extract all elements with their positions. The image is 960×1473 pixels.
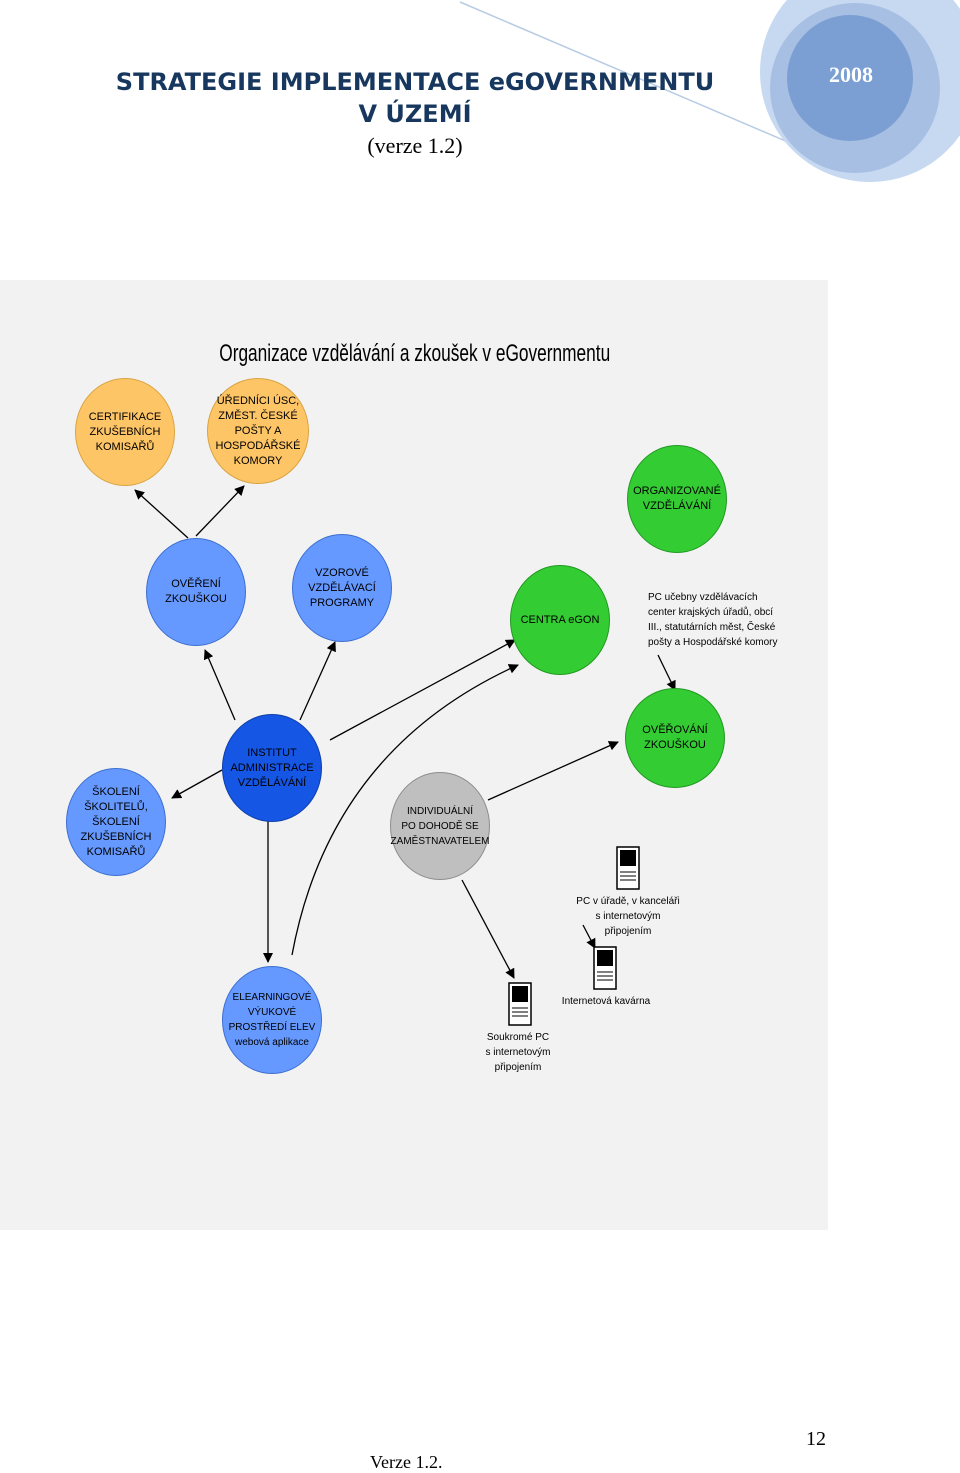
node-certifikace-label: CERTIFIKACE ZKUŠEBNÍCH KOMISAŘŮ xyxy=(88,410,162,453)
arrow-institut-overeni xyxy=(203,649,236,721)
node-individualni-label: INDIVIDUÁLNÍ PO DOHODĚ SE ZAMĚSTNAVATELE… xyxy=(390,805,490,847)
node-skoleni-label: ŠKOLENÍ ŠKOLITELŮ, ŠKOLENÍ ZKUŠEBNÍCH KO… xyxy=(80,785,152,858)
node-centra-label: CENTRA eGON xyxy=(520,613,600,626)
node-overovani: OVĚŘOVÁNÍ ZKOUŠKOU xyxy=(625,688,725,788)
footer-version: Verze 1.2. xyxy=(370,1452,443,1472)
arrow-individualni-overovani xyxy=(487,741,619,801)
arrow-institut-vzorove xyxy=(299,641,336,721)
node-urednici-label: ÚŘEDNÍCI ÚSC, ZMĚST. ČESKÉ POŠTY A HOSPO… xyxy=(215,394,301,467)
label-pc-urad: PC v úřadě, v kanceláři s internetovým p… xyxy=(576,896,680,937)
node-elearning-label: ELEARNINGOVÉ VÝUKOVÉ PROSTŘEDÍ ELEV webo… xyxy=(228,992,316,1048)
diagram: Organizace vzdělávání a zkoušek v eGover… xyxy=(0,280,828,1230)
node-overeni-label: OVĚŘENÍ ZKOUŠKOU xyxy=(165,578,227,605)
arrow-individualni-centra xyxy=(291,664,519,956)
diagram-connectors xyxy=(134,485,676,979)
title-line-1: STRATEGIE IMPLEMENTACE eGOVERNMENTU xyxy=(115,68,715,96)
node-organizovane-label: ORGANIZOVANÉ VZDĚLÁVÁNÍ xyxy=(633,485,721,512)
node-centra: CENTRA eGON xyxy=(510,565,610,675)
node-skoleni: ŠKOLENÍ ŠKOLITELŮ, ŠKOLENÍ ZKUŠEBNÍCH KO… xyxy=(66,768,166,876)
node-vzorove-label: VZOROVÉ VZDĚLÁVACÍ PROGRAMY xyxy=(308,566,376,609)
node-certifikace: CERTIFIKACE ZKUŠEBNÍCH KOMISAŘŮ xyxy=(75,378,175,486)
page-number: 12 xyxy=(806,1428,826,1450)
node-institut: INSTITUT ADMINISTRACE VZDĚLÁVÁNÍ xyxy=(222,714,322,822)
arrow-overeni-urednici xyxy=(195,485,245,537)
arrow-institut-centra xyxy=(329,639,516,741)
label-pc-ucebny: PC učebny vzdělávacích center krajských … xyxy=(648,592,778,648)
year-badge: 2008 xyxy=(829,62,873,87)
document-title: STRATEGIE IMPLEMENTACE eGOVERNMENTU V ÚZ… xyxy=(0,66,830,162)
computer-icon-urad xyxy=(616,846,640,890)
node-organizovane: ORGANIZOVANÉ VZDĚLÁVÁNÍ xyxy=(627,445,727,553)
arrow-individualni-soukrome xyxy=(461,879,515,979)
arrow-pc-urad xyxy=(582,924,596,949)
node-urednici: ÚŘEDNÍCI ÚSC, ZMĚST. ČESKÉ POŠTY A HOSPO… xyxy=(207,378,309,484)
header-decoration xyxy=(459,0,960,182)
diagram-title: Organizace vzdělávání a zkoušek v eGover… xyxy=(219,340,611,367)
computer-icon-soukrome xyxy=(508,982,532,1026)
node-elearning: ELEARNINGOVÉ VÝUKOVÉ PROSTŘEDÍ ELEV webo… xyxy=(222,966,322,1074)
node-overovani-label: OVĚŘOVÁNÍ ZKOUŠKOU xyxy=(642,724,708,751)
arrow-overeni-certifikace xyxy=(134,489,189,539)
node-institut-label: INSTITUT ADMINISTRACE VZDĚLÁVÁNÍ xyxy=(230,746,314,789)
node-overeni: OVĚŘENÍ ZKOUŠKOU xyxy=(146,538,246,646)
node-individualni: INDIVIDUÁLNÍ PO DOHODĚ SE ZAMĚSTNAVATELE… xyxy=(390,772,490,880)
computer-icon-kavarna xyxy=(593,946,617,990)
arrow-pc-ucebny-overovani xyxy=(657,654,676,691)
arrow-institut-skoleni xyxy=(171,769,223,799)
title-line-2: V ÚZEMÍ xyxy=(358,100,472,128)
label-soukrome: Soukromé PC s internetovým připojením xyxy=(485,1032,551,1073)
node-vzorove: VZOROVÉ VZDĚLÁVACÍ PROGRAMY xyxy=(292,534,392,642)
document-version: (verze 1.2) xyxy=(367,133,463,158)
label-kavarna: Internetová kavárna xyxy=(561,996,651,1007)
